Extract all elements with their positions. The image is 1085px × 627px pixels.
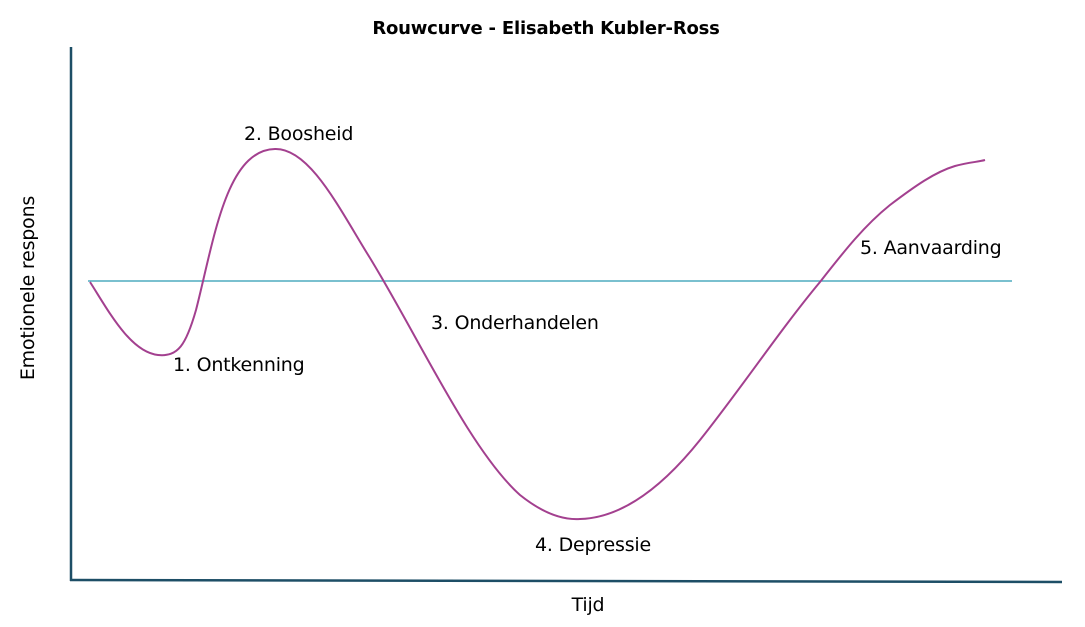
stage-label-denial: 1. Ontkenning <box>173 354 305 376</box>
stage-label-bargaining: 3. Onderhandelen <box>431 312 599 334</box>
grief-curve <box>89 147 986 521</box>
x-axis <box>69 578 1063 584</box>
chart-title: Rouwcurve - Elisabeth Kubler-Ross <box>372 18 720 39</box>
stage-label-depression: 4. Depressie <box>535 534 651 556</box>
x-axis-label: Tijd <box>571 594 605 616</box>
stage-label-anger: 2. Boosheid <box>244 123 354 145</box>
y-axis-label: Emotionele respons <box>17 195 39 381</box>
stage-label-acceptance: 5. Aanvaarding <box>860 237 1002 259</box>
